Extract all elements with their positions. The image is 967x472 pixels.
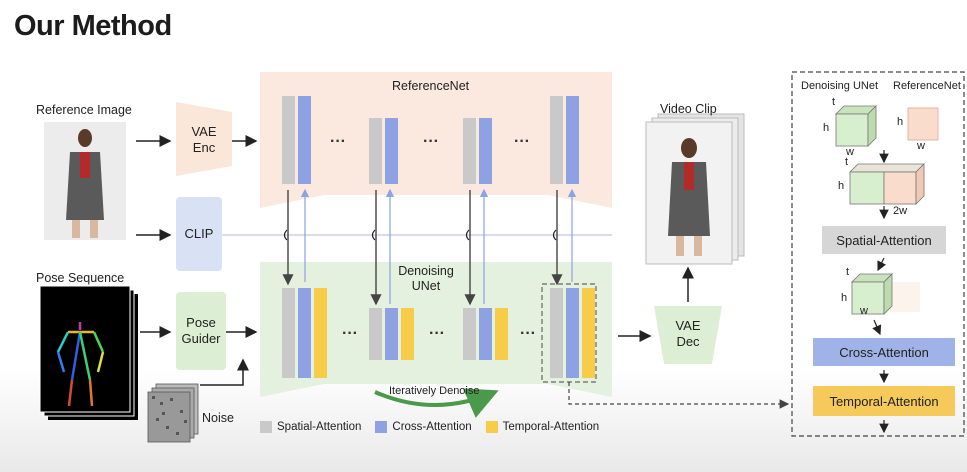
refnet-ellipsis-2: ··· xyxy=(423,133,439,150)
legend-item-temporal: Temporal-Attention xyxy=(485,421,600,433)
panel-denoising-unet-label: Denoising UNet xyxy=(801,80,879,92)
unet-block3-cross xyxy=(479,308,492,360)
noise-image xyxy=(147,391,191,443)
legend-label-temporal: Temporal-Attention xyxy=(502,421,600,433)
panel-referencenet-label: ReferenceNet xyxy=(893,80,961,92)
unet-ellipsis-2: ··· xyxy=(429,325,445,342)
panel-dim-h-2: h xyxy=(838,180,845,192)
unet-block2-cross xyxy=(385,308,398,360)
slide-title: Our Method xyxy=(14,10,172,42)
panel-dim-t-1: t xyxy=(832,96,836,108)
legend: Spatial-Attention Cross-Attention Tempor… xyxy=(260,421,599,433)
unet-block2-spatial xyxy=(369,308,382,360)
video-clip-label: Video Clip xyxy=(660,102,717,116)
pose-sequence-label: Pose Sequence xyxy=(36,271,125,285)
unet-block1-spatial xyxy=(282,288,295,378)
referencenet-label: ReferenceNet xyxy=(392,79,470,93)
denoising-unet-shape xyxy=(260,262,612,397)
panel-dim-2w: 2w xyxy=(893,205,908,217)
panel-dim-w-3: w xyxy=(860,305,868,317)
refnet-block1-spatial xyxy=(282,96,295,184)
legend-label-cross: Cross-Attention xyxy=(392,421,472,433)
unet-block1-temporal xyxy=(314,288,327,378)
noise-label: Noise xyxy=(202,411,234,425)
refnet-ellipsis-1: ··· xyxy=(330,133,346,150)
refnet-block3-cross xyxy=(479,118,492,184)
refnet-block1-cross xyxy=(298,96,311,184)
clip-label: CLIP xyxy=(184,226,214,241)
panel-temporal-attention: Temporal-Attention xyxy=(813,386,955,416)
panel-dim-w-1: w xyxy=(846,146,854,158)
clip-shape xyxy=(176,197,222,271)
panel-dim-t-3: t xyxy=(846,266,850,278)
legend-label-spatial: Spatial-Attention xyxy=(277,421,362,433)
panel-dim-w-ref: w xyxy=(917,140,925,152)
reference-image-label: Reference Image xyxy=(36,103,132,117)
unet-block4-cross xyxy=(566,288,579,378)
cube-denoising-top xyxy=(835,105,877,147)
pose-guider-shape xyxy=(176,292,226,370)
unet-block2-temporal xyxy=(401,308,414,360)
pose-skeleton xyxy=(56,322,105,407)
detail-panel-border xyxy=(791,71,965,437)
refnet-block4-cross xyxy=(566,96,579,184)
unet-block3-temporal xyxy=(495,308,508,360)
unet-block3-spatial xyxy=(463,308,476,360)
vae-enc-shape xyxy=(176,102,232,176)
refnet-block2-spatial xyxy=(369,118,382,184)
iteratively-denoise-label: Iteratively Denoise xyxy=(389,385,480,397)
refnet-ellipsis-3: ··· xyxy=(514,133,530,150)
panel-cross-attention: Cross-Attention xyxy=(813,338,955,366)
unet-ellipsis-3: ··· xyxy=(520,325,536,342)
cube-after-spatial xyxy=(851,273,920,315)
legend-swatch-spatial xyxy=(260,421,272,433)
legend-swatch-temporal xyxy=(485,421,498,433)
refnet-block3-spatial xyxy=(463,118,476,184)
vae-dec-shape xyxy=(654,306,722,364)
unet-block4-temporal xyxy=(582,288,595,378)
panel-dim-t-2: t xyxy=(845,156,849,168)
referencenet-shape xyxy=(260,72,612,208)
unet-block4-spatial xyxy=(550,288,563,378)
panel-dim-h-1: h xyxy=(823,122,830,134)
unet-ellipsis-1: ··· xyxy=(342,325,358,342)
unet-block1-cross xyxy=(298,288,311,378)
cube-concat xyxy=(849,163,925,205)
refnet-block2-cross xyxy=(385,118,398,184)
panel-dim-h-ref: h xyxy=(897,116,904,128)
refnet-block4-spatial xyxy=(550,96,563,184)
pose-sequence-image xyxy=(39,285,131,413)
legend-item-cross: Cross-Attention xyxy=(375,421,472,433)
cube-reference-top xyxy=(907,107,939,141)
panel-spatial-attention: Spatial-Attention xyxy=(822,226,946,254)
legend-item-spatial: Spatial-Attention xyxy=(260,421,361,433)
legend-swatch-cross xyxy=(375,421,388,433)
panel-dim-h-3: h xyxy=(841,292,848,304)
